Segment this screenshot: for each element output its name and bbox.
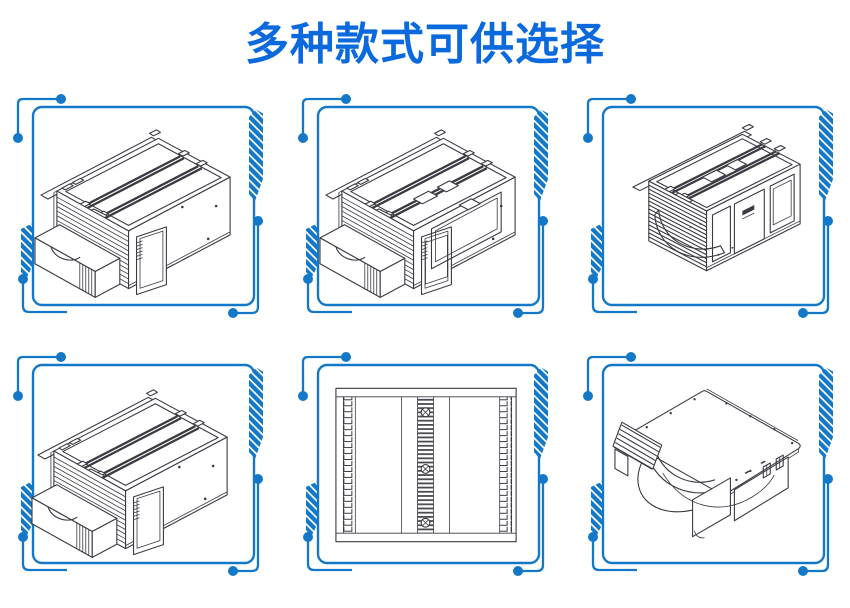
screw-icon xyxy=(420,407,431,418)
product-panel-4 xyxy=(11,350,265,578)
page-title: 多种款式可供选择 xyxy=(245,20,605,69)
iso-chassis-side-windows-drawing xyxy=(318,128,517,299)
center-screw-band xyxy=(417,396,434,534)
tray-outline xyxy=(335,387,517,543)
iso-chassis-tray-stack-drawing xyxy=(30,388,229,559)
cable-hoop xyxy=(654,209,725,258)
ribbed-block xyxy=(612,421,663,477)
front-brackets xyxy=(662,454,789,539)
flat-cassette-spool-drawing xyxy=(612,388,801,539)
comb-strips xyxy=(342,396,513,534)
iso-chassis-cable-hoop-drawing xyxy=(632,123,801,272)
product-panel-6 xyxy=(581,350,835,578)
iso-chassis-tray-stack-drawing xyxy=(33,128,232,299)
screw-icon xyxy=(420,517,431,528)
product-panel-2 xyxy=(296,92,550,320)
front-doors xyxy=(705,163,801,272)
front-view-splice-tray-drawing xyxy=(335,387,517,543)
chassis-body xyxy=(632,123,801,212)
window-cutouts xyxy=(413,180,502,285)
product-panel-3 xyxy=(581,92,835,320)
product-panel-1 xyxy=(11,92,265,320)
screw-icon xyxy=(420,464,431,474)
product-panel-5 xyxy=(296,350,550,578)
